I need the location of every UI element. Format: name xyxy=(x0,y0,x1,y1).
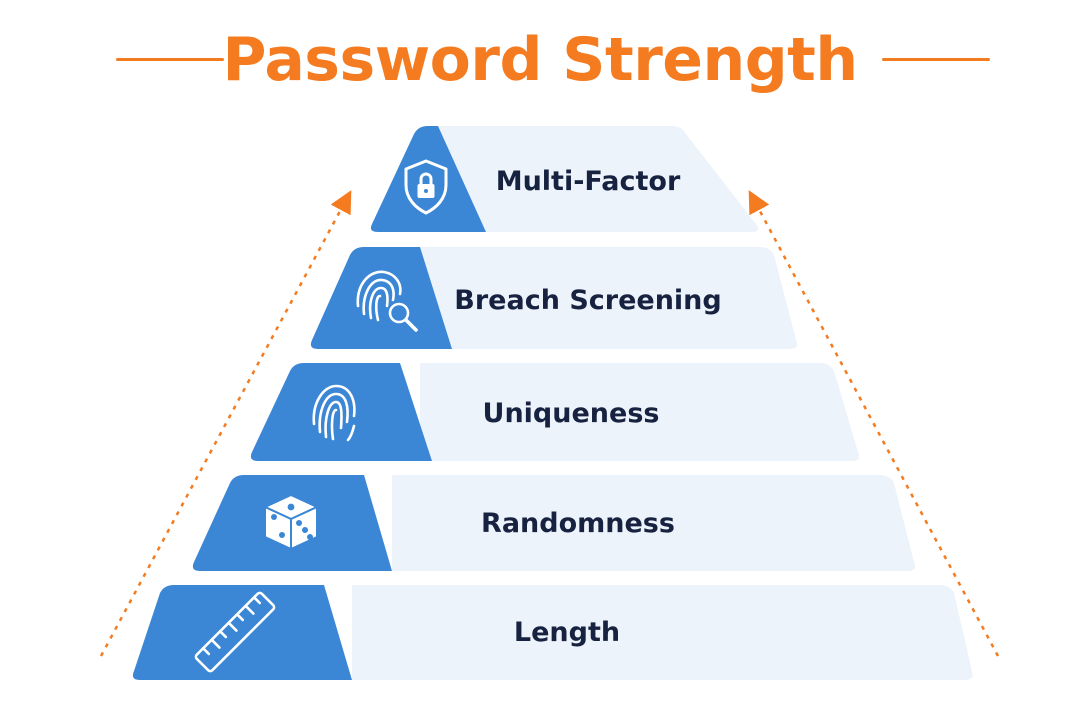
fingerprint-search-icon xyxy=(356,270,418,332)
pyramid-level-uniqueness: Uniqueness xyxy=(250,363,860,461)
title-rule-right xyxy=(882,58,990,61)
level-band xyxy=(420,363,860,461)
pyramid-level-multi-factor: Multi-Factor xyxy=(370,126,759,232)
level-label: Length xyxy=(514,617,620,648)
level-icon-panel xyxy=(132,585,352,680)
level-band xyxy=(400,247,798,349)
shield-lock-icon xyxy=(404,159,448,215)
title-rule-left xyxy=(116,58,224,61)
level-label: Breach Screening xyxy=(454,285,721,316)
left-upward-arrow xyxy=(99,190,352,657)
level-band xyxy=(392,475,916,571)
pyramid-level-length: Length xyxy=(132,585,973,680)
level-label: Uniqueness xyxy=(483,398,660,429)
level-label: Multi-Factor xyxy=(496,166,681,197)
level-band xyxy=(438,126,759,232)
diagram-title: Password Strength xyxy=(222,25,858,95)
level-icon-panel xyxy=(370,126,486,232)
level-icon-panel xyxy=(310,247,452,349)
pyramid-level-randomness: Randomness xyxy=(192,475,916,571)
pyramid-level-breach-screening: Breach Screening xyxy=(310,247,798,349)
title-row: Password Strength xyxy=(0,18,1080,102)
ruler-icon xyxy=(194,591,276,673)
right-upward-arrow xyxy=(748,190,1000,657)
fingerprint-icon xyxy=(312,384,356,442)
dice-icon xyxy=(264,494,318,550)
level-label: Randomness xyxy=(481,508,675,539)
level-band xyxy=(352,585,973,680)
